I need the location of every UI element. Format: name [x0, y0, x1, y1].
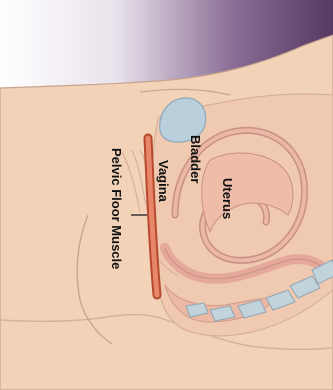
label-pelvic-floor-muscle: Pelvic Floor Muscle: [109, 148, 124, 269]
label-vagina: Vagina: [156, 160, 171, 203]
label-bladder: Bladder: [188, 135, 203, 183]
label-uterus: Uterus: [220, 178, 235, 219]
